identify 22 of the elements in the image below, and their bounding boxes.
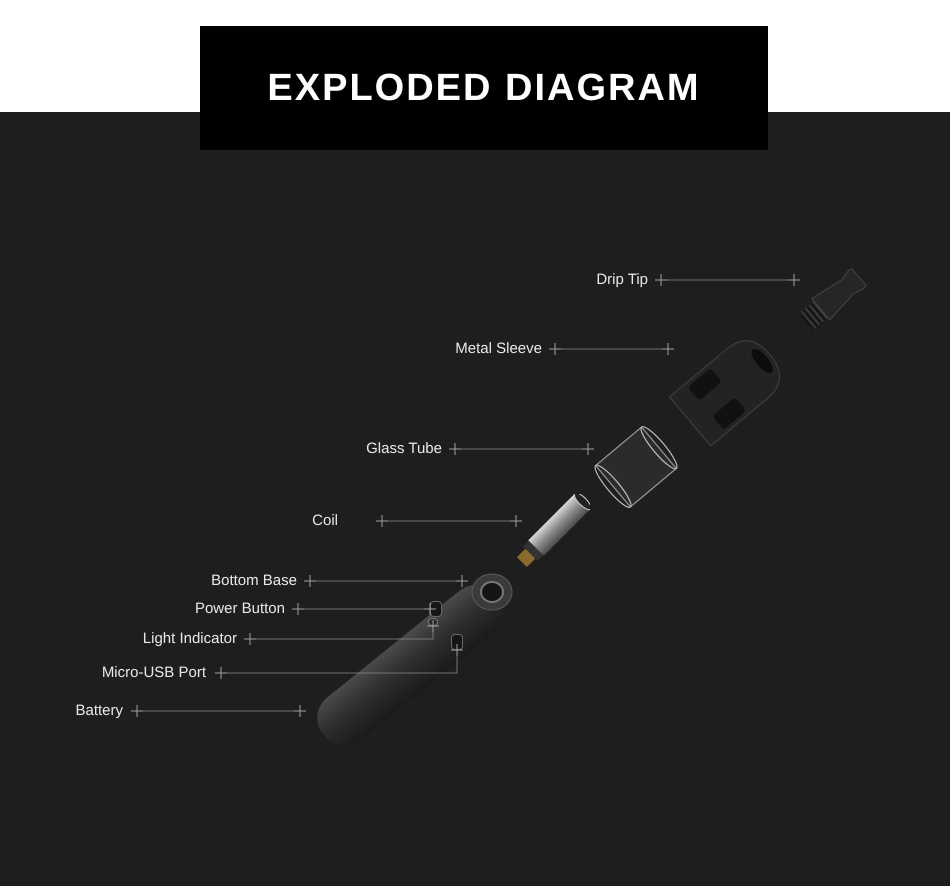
part-label: Power Button: [194, 599, 298, 619]
coil-drawing: [516, 494, 590, 568]
part-label: Metal Sleeve: [455, 339, 555, 359]
leader-line: [214, 644, 464, 680]
part-label: Glass Tube: [366, 439, 455, 459]
usb-port-drawing: [451, 634, 463, 650]
part-label: Micro-USB Port: [102, 663, 221, 683]
title-heading: EXPLODED DIAGRAM: [200, 26, 768, 150]
leader-line: [376, 514, 522, 528]
power-button-drawing: [430, 601, 442, 617]
leader-line: [292, 602, 436, 616]
leader-line: [548, 342, 674, 356]
part-label: Battery: [75, 701, 137, 721]
part-label: Bottom Base: [211, 571, 310, 591]
leader-line: [244, 620, 440, 646]
part-label: Drip Tip: [596, 270, 661, 290]
part-label: Light Indicator: [142, 629, 250, 649]
leader-line: [130, 704, 306, 718]
leader-line: [304, 574, 468, 588]
leader-line: [654, 274, 800, 286]
part-label: Coil: [312, 511, 382, 531]
leader-line: [448, 442, 594, 456]
